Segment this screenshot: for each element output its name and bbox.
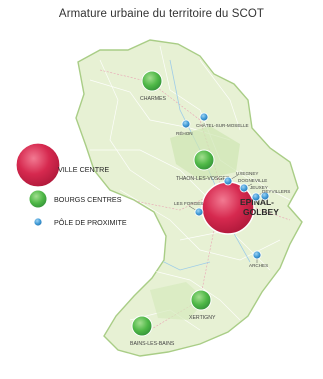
territory-area	[75, 39, 303, 357]
bourg-centre-marker	[193, 149, 215, 171]
legend-bourgs-centres-symbol	[28, 189, 48, 209]
pole-proximite-marker	[260, 191, 270, 201]
place-label-epinal: EPINAL-	[240, 197, 274, 207]
legend-ville-centre-symbol	[15, 142, 61, 188]
legend-ville-centre-label: VILLE CENTRE	[58, 165, 109, 174]
place-label-thaon: THAON-LES-VOSGES	[176, 176, 230, 182]
place-label-charmes: CHARMES	[140, 96, 166, 102]
bourg-centre-marker	[141, 70, 163, 92]
pole-proximite-marker	[251, 192, 261, 202]
place-label-arches: ARCHES	[249, 263, 268, 268]
woodland-patch	[150, 282, 206, 320]
place-label-rehon: RÉHON	[176, 130, 193, 136]
pole-proximite-marker	[199, 112, 209, 122]
map-legend: VILLE CENTRE BOURGS CENTRES PÔLE DE PROX…	[15, 142, 127, 227]
place-label-les-forges: LES FORGES	[174, 201, 203, 206]
place-label-golbey: GOLBEY	[243, 207, 279, 217]
place-label-jeuxey: JEUXEY	[250, 185, 268, 190]
pole-proximite-marker	[223, 176, 233, 186]
bourg-centre-marker	[190, 289, 212, 311]
place-label-chatel: CHÂTEL-SUR-MOSELLE	[196, 122, 249, 128]
place-label-dogneville: DOGNEVILLE	[238, 178, 267, 183]
map-title: Armature urbaine du territoire du SCOT	[58, 8, 265, 20]
legend-pole-proximite-symbol	[33, 217, 43, 227]
pole-proximite-marker	[181, 119, 191, 129]
pole-proximite-marker	[252, 250, 262, 260]
place-label-uxegney: UXEGNEY	[236, 171, 258, 176]
bourg-centre-marker	[131, 315, 153, 337]
legend-bourgs-centres-label: BOURGS CENTRES	[54, 195, 122, 204]
place-label-xertigny: XERTIGNY	[189, 315, 216, 321]
pole-proximite-marker	[239, 183, 249, 193]
place-label-bains: BAINS-LES-BAINS	[130, 341, 175, 347]
pole-proximite-marker	[194, 207, 204, 217]
place-label-deyvillers: DEYVILLERS	[262, 189, 290, 194]
legend-pole-proximite-label: PÔLE DE PROXIMITE	[54, 218, 127, 227]
